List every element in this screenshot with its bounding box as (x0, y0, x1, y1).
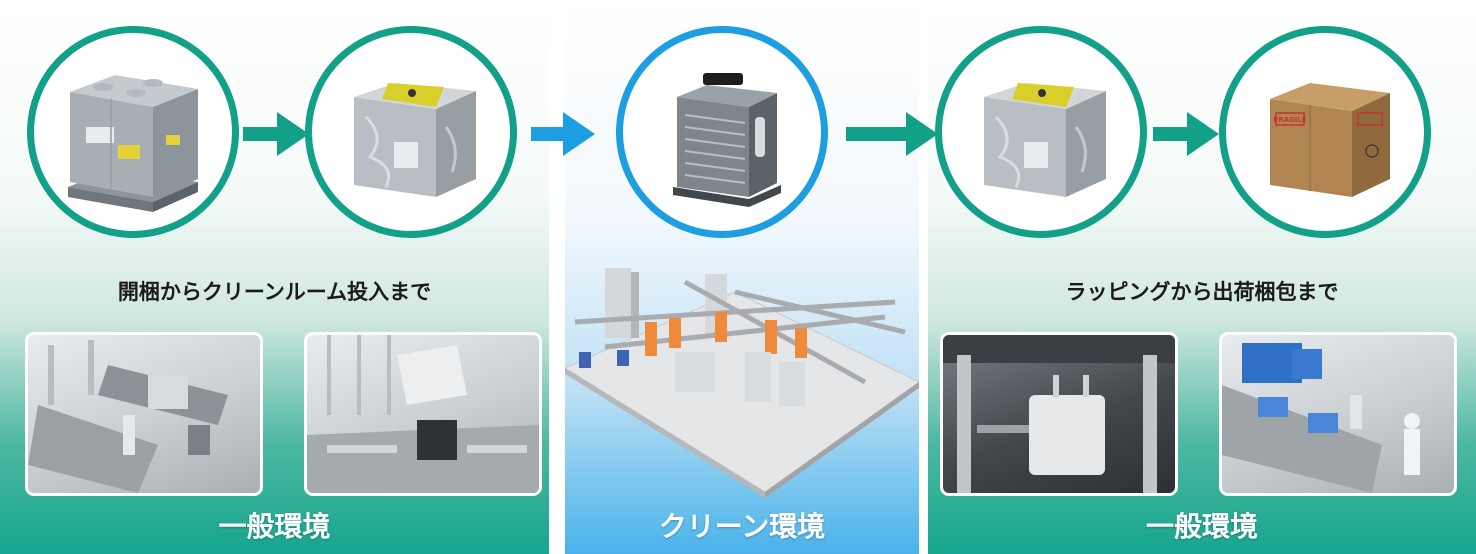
crate-on-pallet-icon (68, 75, 198, 212)
robot-conveyor-line-photo (25, 332, 263, 496)
arrow-right-icon (243, 112, 309, 156)
shipping-box-icon: FRAGILE (1270, 83, 1390, 197)
right-environment-label: 一般環境 (1145, 510, 1258, 543)
step-circle-crate (27, 26, 239, 238)
step-circle-wafer-carrier (616, 26, 828, 238)
bagged-container-icon (984, 83, 1106, 197)
wrapping-machine-photo (940, 332, 1178, 496)
arrow-right-icon (846, 112, 938, 156)
left-caption: 開梱からクリーンルーム投入まで (117, 280, 432, 304)
left-environment-label: 一般環境 (218, 510, 331, 543)
cleanroom-overhead-transport-illustration (565, 262, 919, 502)
packing-line-photo (1219, 332, 1457, 496)
right-caption: ラッピングから出荷梱包まで (1065, 280, 1339, 304)
center-environment-label: クリーン環境 (658, 510, 826, 543)
fragile-label: FRAGILE (1273, 116, 1306, 124)
wafer-carrier-icon (673, 73, 781, 207)
unpacking-station-photo (304, 332, 542, 496)
bagged-container-icon (354, 83, 476, 197)
arrow-right-icon (1153, 112, 1219, 156)
arrow-right-icon (531, 112, 595, 156)
step-circle-bagged-container-2 (935, 26, 1147, 238)
step-circle-shipping-box: FRAGILE (1219, 26, 1431, 238)
step-circle-bagged-container (305, 26, 517, 238)
